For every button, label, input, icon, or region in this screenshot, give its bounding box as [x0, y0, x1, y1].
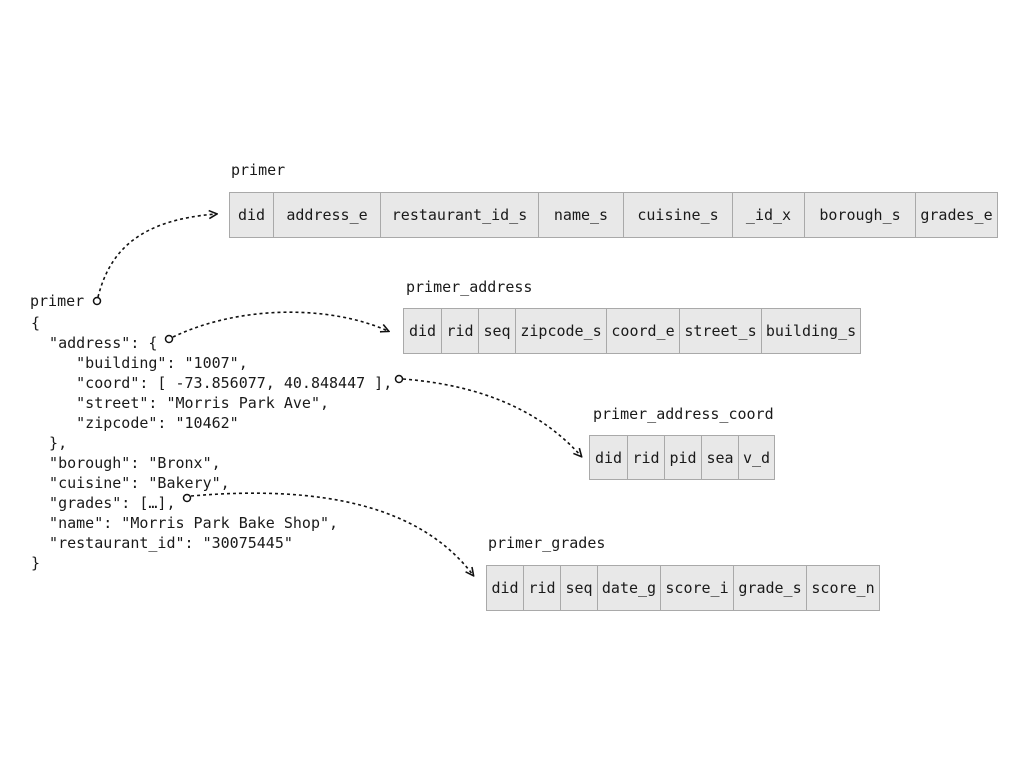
column-address-e: address_e: [274, 193, 381, 237]
column-grades-e: grades_e: [920, 206, 993, 224]
table-primer-address: did rid seq zipcode_s coord_e street_s b…: [403, 308, 861, 354]
arrow-primer-address: [164, 311, 389, 344]
table-primer-grades: did rid seq date_g score_i grade_s score…: [486, 565, 880, 611]
table-title-primer-grades: primer_grades: [488, 534, 606, 552]
json-line: {: [31, 314, 41, 332]
column-rid: rid: [442, 309, 479, 353]
arrow-primer: [92, 214, 217, 306]
table-title-primer-address-coord: primer_address_coord: [593, 405, 774, 423]
column-id-x: _id_x: [733, 193, 805, 237]
column-zipcode-s: zipcode_s: [516, 309, 607, 353]
table-title-primer-address: primer_address: [406, 278, 533, 296]
column-did: did: [590, 436, 628, 479]
column-seq: seq: [561, 566, 598, 610]
json-line: }: [31, 554, 41, 572]
table-primer-address-coord: did rid pid sea v_d: [589, 435, 775, 480]
column-name-s: name_s: [539, 193, 624, 237]
document-label: primer: [30, 292, 85, 310]
table-primer: did address_e restaurant_id_s name_s cui…: [229, 192, 998, 238]
column-cuisine-s: cuisine_s: [624, 193, 733, 237]
table-title-primer: primer: [231, 161, 286, 179]
json-line: "grades": […],: [31, 494, 176, 512]
json-line: },: [31, 434, 68, 452]
column-sea: sea: [702, 436, 739, 479]
arrow-primer-address-coord: [394, 374, 582, 457]
column-v-d: v_d: [742, 448, 771, 467]
json-line: "address": {: [31, 334, 158, 352]
column-rid: rid: [628, 436, 665, 479]
arrow-primer-grades: [182, 492, 474, 575]
json-line: "coord": [ -73.856077, 40.848447 ],: [31, 374, 393, 392]
column-grade-s: grade_s: [734, 566, 807, 610]
column-coord-e: coord_e: [607, 309, 680, 353]
column-did: did: [487, 566, 524, 610]
column-score-n: score_n: [811, 579, 875, 597]
json-line: "zipcode": "10462": [31, 414, 239, 432]
column-restaurant-id-s: restaurant_id_s: [381, 193, 539, 237]
column-date-g: date_g: [598, 566, 661, 610]
column-pid: pid: [665, 436, 702, 479]
column-borough-s: borough_s: [805, 193, 916, 237]
json-line: "name": "Morris Park Bake Shop",: [31, 514, 339, 532]
column-did: did: [230, 193, 274, 237]
json-document: { "address": { "building": "1007", "coor…: [31, 313, 392, 573]
json-line: "street": "Morris Park Ave",: [31, 394, 330, 412]
column-street-s: street_s: [680, 309, 762, 353]
column-score-i: score_i: [661, 566, 734, 610]
json-line: "restaurant_id": "30075445": [31, 534, 293, 552]
column-building-s: building_s: [765, 322, 857, 340]
column-seq: seq: [479, 309, 516, 353]
json-line: "building": "1007",: [31, 354, 248, 372]
column-rid: rid: [524, 566, 561, 610]
json-line: "borough": "Bronx",: [31, 454, 221, 472]
column-did: did: [404, 309, 442, 353]
json-line: "cuisine": "Bakery",: [31, 474, 230, 492]
